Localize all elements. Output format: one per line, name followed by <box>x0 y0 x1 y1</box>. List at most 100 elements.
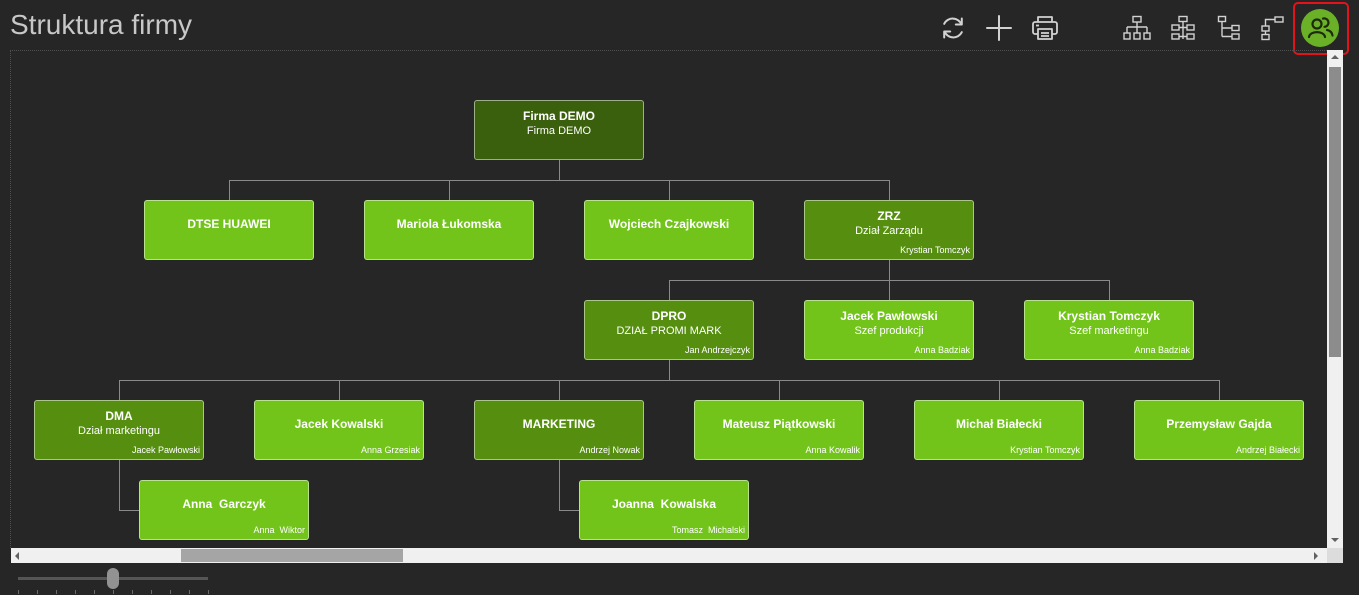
layout-standard-button[interactable] <box>1123 15 1151 43</box>
zoom-slider-tick <box>37 590 38 594</box>
node-person: Jacek Pawłowski <box>131 445 200 455</box>
layout-compact-button[interactable] <box>1169 15 1197 43</box>
page-title: Struktura firmy <box>10 9 193 40</box>
org-chart-standard-icon <box>1123 15 1151 40</box>
node-subtitle: Firma DEMO <box>526 125 592 137</box>
org-node-dpro[interactable]: DPRO DZIAŁ PROMI MARK Jan Andrzejczyk <box>584 300 754 360</box>
org-node-dma[interactable]: DMA Dział marketingu Jacek Pawłowski <box>34 400 204 460</box>
org-node-michal-bialecki[interactable]: Michał Białecki Krystian Tomczyk <box>914 400 1084 460</box>
node-person: Andrzej Białecki <box>1235 445 1300 455</box>
node-person: Krystian Tomczyk <box>900 245 970 255</box>
zoom-slider-tick <box>170 590 171 594</box>
people-icon <box>1301 9 1339 47</box>
zoom-slider-thumb[interactable] <box>107 568 119 589</box>
org-node-joanna-kowalska[interactable]: Joanna Kowalska Tomasz Michalski <box>579 480 749 540</box>
plus-icon <box>986 15 1012 41</box>
node-text-block: Joanna Kowalska <box>580 481 748 527</box>
node-text-block: ZRZ Dział Zarządu <box>805 201 973 247</box>
org-node-anna-garczyk[interactable]: Anna Garczyk Anna Wiktor <box>139 480 309 540</box>
org-node-dtse-huawei[interactable]: DTSE HUAWEI <box>144 200 314 260</box>
node-title: Anna Garczyk <box>182 496 266 511</box>
zoom-slider-tick <box>113 590 114 594</box>
vertical-scrollbar-thumb[interactable] <box>1329 67 1341 357</box>
zoom-slider-tick <box>56 590 57 594</box>
node-title: Wojciech Czajkowski <box>608 216 730 231</box>
org-chart-list-icon <box>1261 16 1284 41</box>
org-chart-compact-icon <box>1171 15 1195 40</box>
node-text-block: Krystian Tomczyk Szef marketingu <box>1025 301 1193 347</box>
node-title: Jacek Kowalski <box>294 416 384 431</box>
org-chart-tree-icon <box>1217 15 1240 40</box>
node-text-block: MARKETING <box>475 401 643 447</box>
node-text-block: Mariola Łukomska <box>365 201 533 247</box>
people-view-button[interactable] <box>1301 9 1339 47</box>
node-title: DPRO <box>651 309 687 323</box>
node-text-block: Jacek Pawłowski Szef produkcji <box>805 301 973 347</box>
org-node-jacek-pawlowski[interactable]: Jacek Pawłowski Szef produkcji Anna Badz… <box>804 300 974 360</box>
node-subtitle: Szef produkcji <box>854 325 924 337</box>
printer-icon <box>1032 16 1058 40</box>
horizontal-scrollbar[interactable] <box>11 548 1327 563</box>
node-subtitle: Dział marketingu <box>78 425 160 437</box>
node-title: Firma DEMO <box>522 109 595 123</box>
node-text-block: Wojciech Czajkowski <box>585 201 753 247</box>
node-title: Mariola Łukomska <box>396 216 502 231</box>
vertical-scrollbar[interactable] <box>1327 50 1343 548</box>
scroll-left-arrow[interactable] <box>15 552 19 560</box>
org-chart-canvas[interactable] <box>10 50 1327 548</box>
org-node-marketing[interactable]: MARKETING Andrzej Nowak <box>474 400 644 460</box>
zoom-slider-tick <box>132 590 133 594</box>
node-title: DMA <box>105 409 133 423</box>
node-person: Tomasz Michalski <box>671 525 745 535</box>
node-person: Anna Grzesiak <box>360 445 420 455</box>
org-node-firma-demo[interactable]: Firma DEMO Firma DEMO <box>474 100 644 160</box>
layout-tree-button[interactable] <box>1215 15 1243 43</box>
node-text-block: DPRO DZIAŁ PROMI MARK <box>585 301 753 347</box>
org-node-jacek-kowalski[interactable]: Jacek Kowalski Anna Grzesiak <box>254 400 424 460</box>
node-person: Andrzej Nowak <box>579 445 640 455</box>
node-title: Krystian Tomczyk <box>1058 309 1160 323</box>
node-title: DTSE HUAWEI <box>187 216 271 231</box>
node-text-block: Jacek Kowalski <box>255 401 423 447</box>
node-person: Anna Kowalik <box>805 445 860 455</box>
zoom-slider-tick <box>75 590 76 594</box>
scroll-down-arrow[interactable] <box>1331 538 1339 542</box>
node-person: Jan Andrzejczyk <box>684 345 750 355</box>
selected-view-highlight <box>1293 2 1349 55</box>
org-node-wojciech-czajkowski[interactable]: Wojciech Czajkowski <box>584 200 754 260</box>
scroll-up-arrow[interactable] <box>1331 55 1339 59</box>
node-text-block: Firma DEMO Firma DEMO <box>475 101 643 147</box>
node-person: Anna Badziak <box>914 345 970 355</box>
node-text-block: DMA Dział marketingu <box>35 401 203 447</box>
org-node-zrz[interactable]: ZRZ Dział Zarządu Krystian Tomczyk <box>804 200 974 260</box>
horizontal-scrollbar-thumb[interactable] <box>181 549 403 562</box>
scrollbar-corner <box>1327 548 1343 563</box>
org-node-przemyslaw-gajda[interactable]: Przemysław Gajda Andrzej Białecki <box>1134 400 1304 460</box>
print-button[interactable] <box>1031 14 1059 42</box>
org-node-mariola-lukomska[interactable]: Mariola Łukomska <box>364 200 534 260</box>
refresh-button[interactable] <box>939 14 967 42</box>
node-person: Anna Badziak <box>1134 345 1190 355</box>
refresh-icon <box>943 17 963 39</box>
node-title: Jacek Pawłowski <box>840 309 938 323</box>
zoom-slider-tick <box>18 590 19 594</box>
add-button[interactable] <box>985 14 1013 42</box>
node-text-block: Mateusz Piątkowski <box>695 401 863 447</box>
node-title: Przemysław Gajda <box>1166 416 1272 431</box>
node-title: MARKETING <box>522 416 596 431</box>
node-text-block: Michał Białecki <box>915 401 1083 447</box>
zoom-slider-tick <box>208 590 209 594</box>
node-title: Mateusz Piątkowski <box>722 416 836 431</box>
node-text-block: Anna Garczyk <box>140 481 308 527</box>
zoom-slider-tick <box>189 590 190 594</box>
node-text-block: Przemysław Gajda <box>1135 401 1303 447</box>
node-title: Michał Białecki <box>955 416 1043 431</box>
zoom-slider-tick <box>151 590 152 594</box>
org-node-mateusz-piatkowski[interactable]: Mateusz Piątkowski Anna Kowalik <box>694 400 864 460</box>
node-text-block: DTSE HUAWEI <box>145 201 313 247</box>
node-person: Krystian Tomczyk <box>1010 445 1080 455</box>
layout-list-button[interactable] <box>1259 15 1287 43</box>
org-node-krystian-tomczyk[interactable]: Krystian Tomczyk Szef marketingu Anna Ba… <box>1024 300 1194 360</box>
scroll-right-arrow[interactable] <box>1314 552 1318 560</box>
node-title: Joanna Kowalska <box>611 496 717 511</box>
